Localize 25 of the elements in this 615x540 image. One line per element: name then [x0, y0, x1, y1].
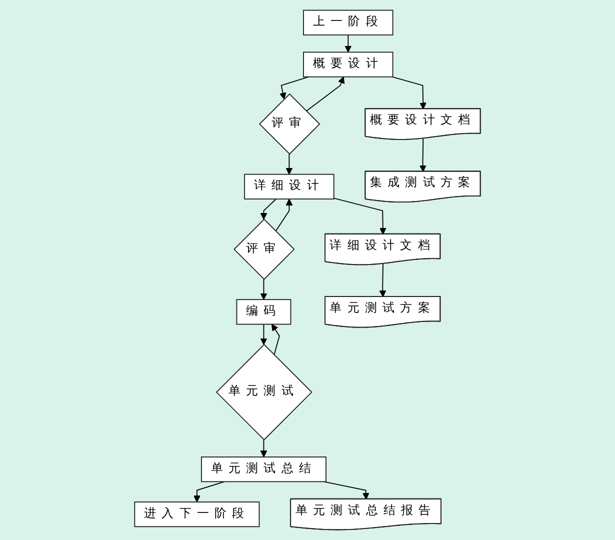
arrow	[344, 34, 352, 52]
arrow	[419, 138, 426, 172]
arrow	[260, 439, 268, 458]
arrow	[275, 198, 293, 232]
arrow	[260, 324, 268, 345]
node-diamond: 评审	[258, 93, 320, 155]
node-box: 单元测试总结	[200, 456, 326, 482]
node-box: 进入下一阶段	[134, 502, 260, 528]
arrow	[306, 76, 345, 112]
node-box: 上一阶段	[303, 10, 394, 36]
arrow	[260, 278, 268, 300]
arrow	[286, 154, 293, 175]
node-box: 概要设计	[303, 52, 394, 78]
node-diamond: 单元测试	[216, 344, 312, 440]
node-box: 详细设计	[244, 174, 334, 200]
node-diamond: 评审	[234, 218, 295, 280]
arrow	[379, 263, 386, 298]
node-box: 编码	[236, 299, 292, 325]
arrow	[280, 76, 310, 100]
arrow	[260, 198, 277, 220]
arrow	[194, 481, 225, 502]
arrow	[392, 76, 426, 110]
arrow	[271, 324, 280, 356]
arrow	[323, 481, 370, 500]
arrow	[333, 198, 386, 235]
